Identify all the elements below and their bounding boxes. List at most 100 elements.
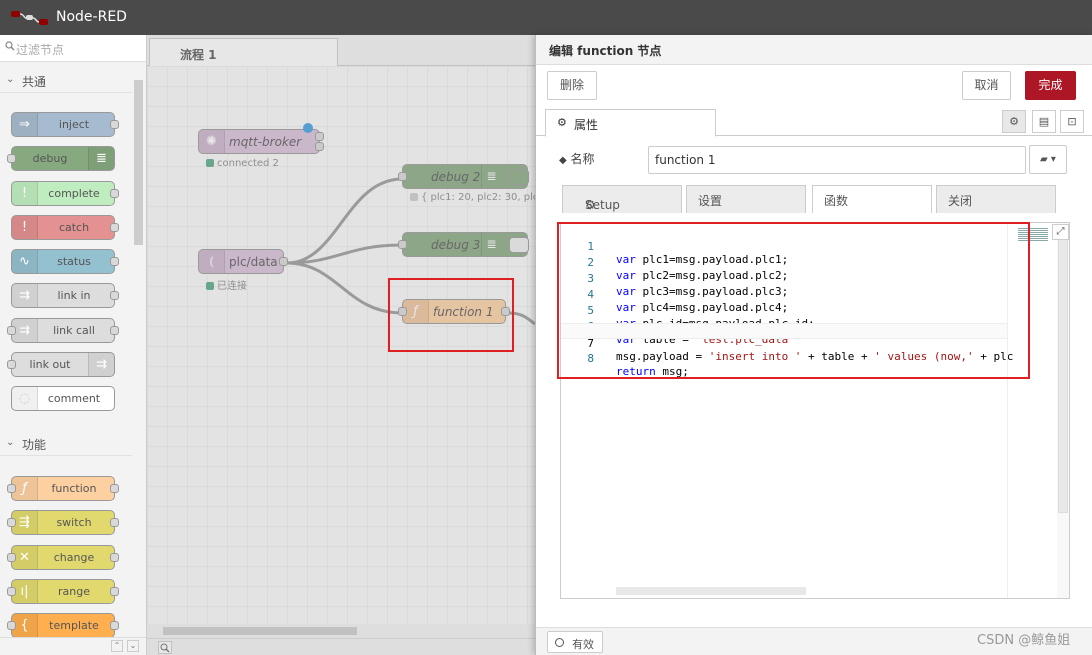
node-mqtt-broker[interactable]: ✺ mqtt-broker (198, 123, 324, 154)
changed-indicator-icon (303, 123, 313, 133)
status-debug-2: { plc1: 20, plc2: 30, plc3: (410, 192, 535, 203)
minimap-preview (1018, 228, 1048, 242)
editor-horizontal-scrollbar[interactable] (616, 587, 806, 595)
enabled-toggle-button[interactable]: 有效 (547, 631, 603, 653)
palette-node-comment[interactable]: ◌ comment (11, 386, 115, 411)
app-title: Node-RED (56, 9, 127, 25)
node-plc-data[interactable]: ⦅ plc/data (198, 249, 288, 274)
expand-all-icon[interactable]: ⌄ (127, 640, 139, 652)
link-icon: ⇉ (88, 353, 114, 376)
palette-node-switch[interactable]: ⇶ switch (7, 510, 119, 535)
delete-button[interactable]: 删除 (547, 71, 597, 100)
output-port (110, 223, 119, 232)
tab-close[interactable]: 关闭 (936, 185, 1056, 213)
expand-editor-button[interactable]: ⤢ (1052, 224, 1069, 240)
range-icon: ı| (12, 580, 38, 603)
tab-flow-1[interactable]: 流程 1 (149, 38, 338, 66)
caret-down-icon: ▾ (1050, 154, 1056, 165)
input-port (398, 172, 407, 181)
tab-properties[interactable]: ⚙ 属性 (545, 109, 716, 137)
node-appearance-tab[interactable]: ⊡ (1060, 110, 1084, 133)
output-port (110, 587, 119, 596)
tab-setup[interactable]: ⚙ Setup (562, 185, 682, 213)
input-port (7, 553, 16, 562)
search-icon[interactable] (158, 641, 172, 654)
output-port (110, 518, 119, 527)
code-line: 3 var plc3=msg.payload.plc3; (587, 272, 789, 298)
palette-category-common[interactable]: ⌄ 共通 (0, 67, 132, 93)
palette-node-range[interactable]: ı| range (7, 579, 119, 604)
node-description-tab[interactable]: ▤ (1032, 110, 1056, 133)
code-line: 6 var table = 'test.plc_data' (587, 320, 795, 346)
pulse-icon: ∿ (12, 250, 38, 273)
code-line: 4 var plc4=msg.payload.plc4; (587, 288, 789, 314)
palette-node-link-out[interactable]: ⇉ link out (7, 352, 115, 377)
editor-vertical-scrollbar[interactable] (1057, 223, 1069, 598)
input-port (7, 154, 16, 163)
palette-search-input[interactable]: 过滤节点 (0, 35, 146, 62)
palette-node-catch[interactable]: ! catch (11, 215, 119, 240)
output-port (110, 621, 119, 630)
input-port (7, 587, 16, 596)
app-header: Node-RED (0, 0, 1092, 35)
input-port (398, 307, 407, 316)
palette-node-debug[interactable]: ≣ debug (7, 146, 115, 171)
input-port (398, 240, 407, 249)
palette-node-link-call[interactable]: ⇉ link call (7, 318, 119, 343)
palette-scrollbar-thumb[interactable] (134, 80, 143, 245)
name-input[interactable] (648, 146, 1026, 174)
output-port (110, 257, 119, 266)
tag-icon: ◆ (559, 155, 567, 166)
workspace-tabs: 流程 1 (147, 35, 535, 66)
list-icon: ≣ (481, 165, 501, 188)
wire-plc-to-debug3 (286, 243, 403, 265)
editor-minimap[interactable] (1007, 223, 1057, 598)
palette-node-template[interactable]: { template (7, 613, 119, 638)
workspace-horizontal-scrollbar[interactable] (147, 624, 535, 638)
workspace-scrollbar-thumb[interactable] (163, 627, 357, 635)
node-debug-2[interactable]: debug 2 ≣ (398, 164, 529, 189)
palette-node-function[interactable]: ƒ function (7, 476, 119, 501)
tray-title: 编辑 function 节点 (549, 44, 662, 58)
edit-tray: 编辑 function 节点 删除 取消 完成 ⚙ 属性 ⚙ ▤ ⊡ ◆ 名称 … (535, 35, 1092, 655)
status-dot-icon (410, 193, 418, 201)
palette-node-link-in[interactable]: ⇉ link in (11, 283, 119, 308)
node-settings-tab[interactable]: ⚙ (1002, 110, 1026, 133)
template-icon: { (12, 614, 38, 637)
output-port (110, 553, 119, 562)
chevron-down-icon: ⌄ (6, 74, 15, 85)
gear-icon: ⚙ (557, 116, 567, 129)
mqtt-broker-icon: ✺ (199, 130, 225, 153)
node-function-1[interactable]: ƒ function 1 (398, 299, 510, 324)
palette-search-placeholder: 过滤节点 (16, 43, 65, 57)
done-button[interactable]: 完成 (1025, 71, 1076, 100)
debug-toggle-button[interactable] (509, 237, 529, 253)
tab-settings[interactable]: 设置 (686, 185, 806, 213)
palette-category-function[interactable]: ⌄ 功能 (0, 430, 132, 456)
palette-node-change[interactable]: ✕ change (7, 545, 119, 570)
cancel-button[interactable]: 取消 (962, 71, 1011, 100)
input-port (7, 326, 16, 335)
list-icon: ≣ (88, 147, 114, 170)
code-line: 1 var plc1=msg.payload.plc1; (587, 240, 789, 266)
collapse-all-icon[interactable]: ⌃ (111, 640, 123, 652)
node-debug-3[interactable]: debug 3 ≣ (398, 232, 529, 257)
wire-plc-to-debug2 (286, 177, 403, 265)
function-sub-tabs: ⚙ Setup 设置 函数 关闭 (562, 185, 1062, 213)
editor-scrollbar-thumb[interactable] (1058, 233, 1068, 513)
tab-function[interactable]: 函数 (812, 185, 932, 213)
palette-scrollbar[interactable] (132, 80, 145, 655)
palette-node-status[interactable]: ∿ status (11, 249, 119, 274)
palette-sidebar: 过滤节点 ⌄ 共通 ⇒ inject ≣ debug ! complete ! … (0, 35, 147, 655)
tray-footer: 有效 (536, 627, 1092, 655)
workspace: 流程 1 ✺ mqtt-broker connected 2 debug 2 ≣… (147, 35, 535, 655)
palette-node-inject[interactable]: ⇒ inject (11, 112, 119, 137)
debug-toggle-button[interactable] (509, 169, 529, 185)
comment-icon: ◌ (12, 387, 38, 410)
palette-node-complete[interactable]: ! complete (11, 181, 119, 206)
flow-canvas[interactable]: ✺ mqtt-broker connected 2 debug 2 ≣ { pl… (147, 66, 535, 624)
book-icon: ▰ (1040, 154, 1048, 165)
node-icon-select[interactable]: ▰ ▾ (1029, 145, 1067, 174)
tray-toolbar: 删除 取消 完成 (536, 65, 1092, 105)
code-editor[interactable]: 1 var plc1=msg.payload.plc1; 2 var plc2=… (560, 222, 1070, 599)
